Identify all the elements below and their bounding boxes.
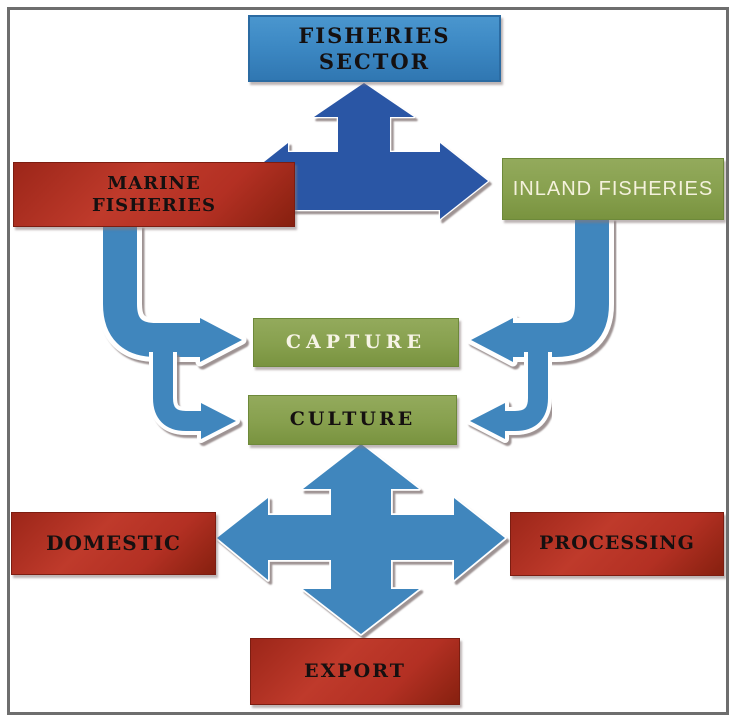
node-processing-label: PROCESSING (539, 532, 695, 555)
node-processing: PROCESSING (510, 512, 724, 576)
node-fisheries-sector-label: FISHERIES SECTOR (298, 22, 451, 74)
node-domestic: DOMESTIC (11, 512, 216, 575)
node-export-label: EXPORT (304, 659, 406, 682)
elbow-arrow-right-culture-icon (466, 352, 552, 443)
node-domestic-label: DOMESTIC (46, 531, 181, 556)
node-inland-fisheries-label: INLAND FISHERIES (512, 177, 714, 200)
node-fisheries-sector: FISHERIES SECTOR (248, 15, 501, 82)
elbow-arrow-marine-capture-icon (98, 225, 247, 367)
node-inland-fisheries: INLAND FISHERIES (502, 158, 724, 220)
node-capture: CAPTURE (253, 318, 459, 367)
node-marine-fisheries: MARINE FISHERIES (13, 162, 295, 227)
node-marine-fisheries-label: MARINE FISHERIES (91, 172, 217, 216)
elbow-arrow-inland-capture-icon (466, 218, 614, 367)
elbow-arrow-left-culture-icon (149, 352, 240, 443)
node-export: EXPORT (250, 638, 460, 705)
node-capture-label: CAPTURE (285, 330, 427, 353)
node-culture-label: CULTURE (289, 408, 416, 431)
node-culture: CULTURE (248, 395, 457, 445)
four-way-arrow-icon (215, 442, 507, 636)
three-way-arrow-icon (238, 81, 490, 221)
